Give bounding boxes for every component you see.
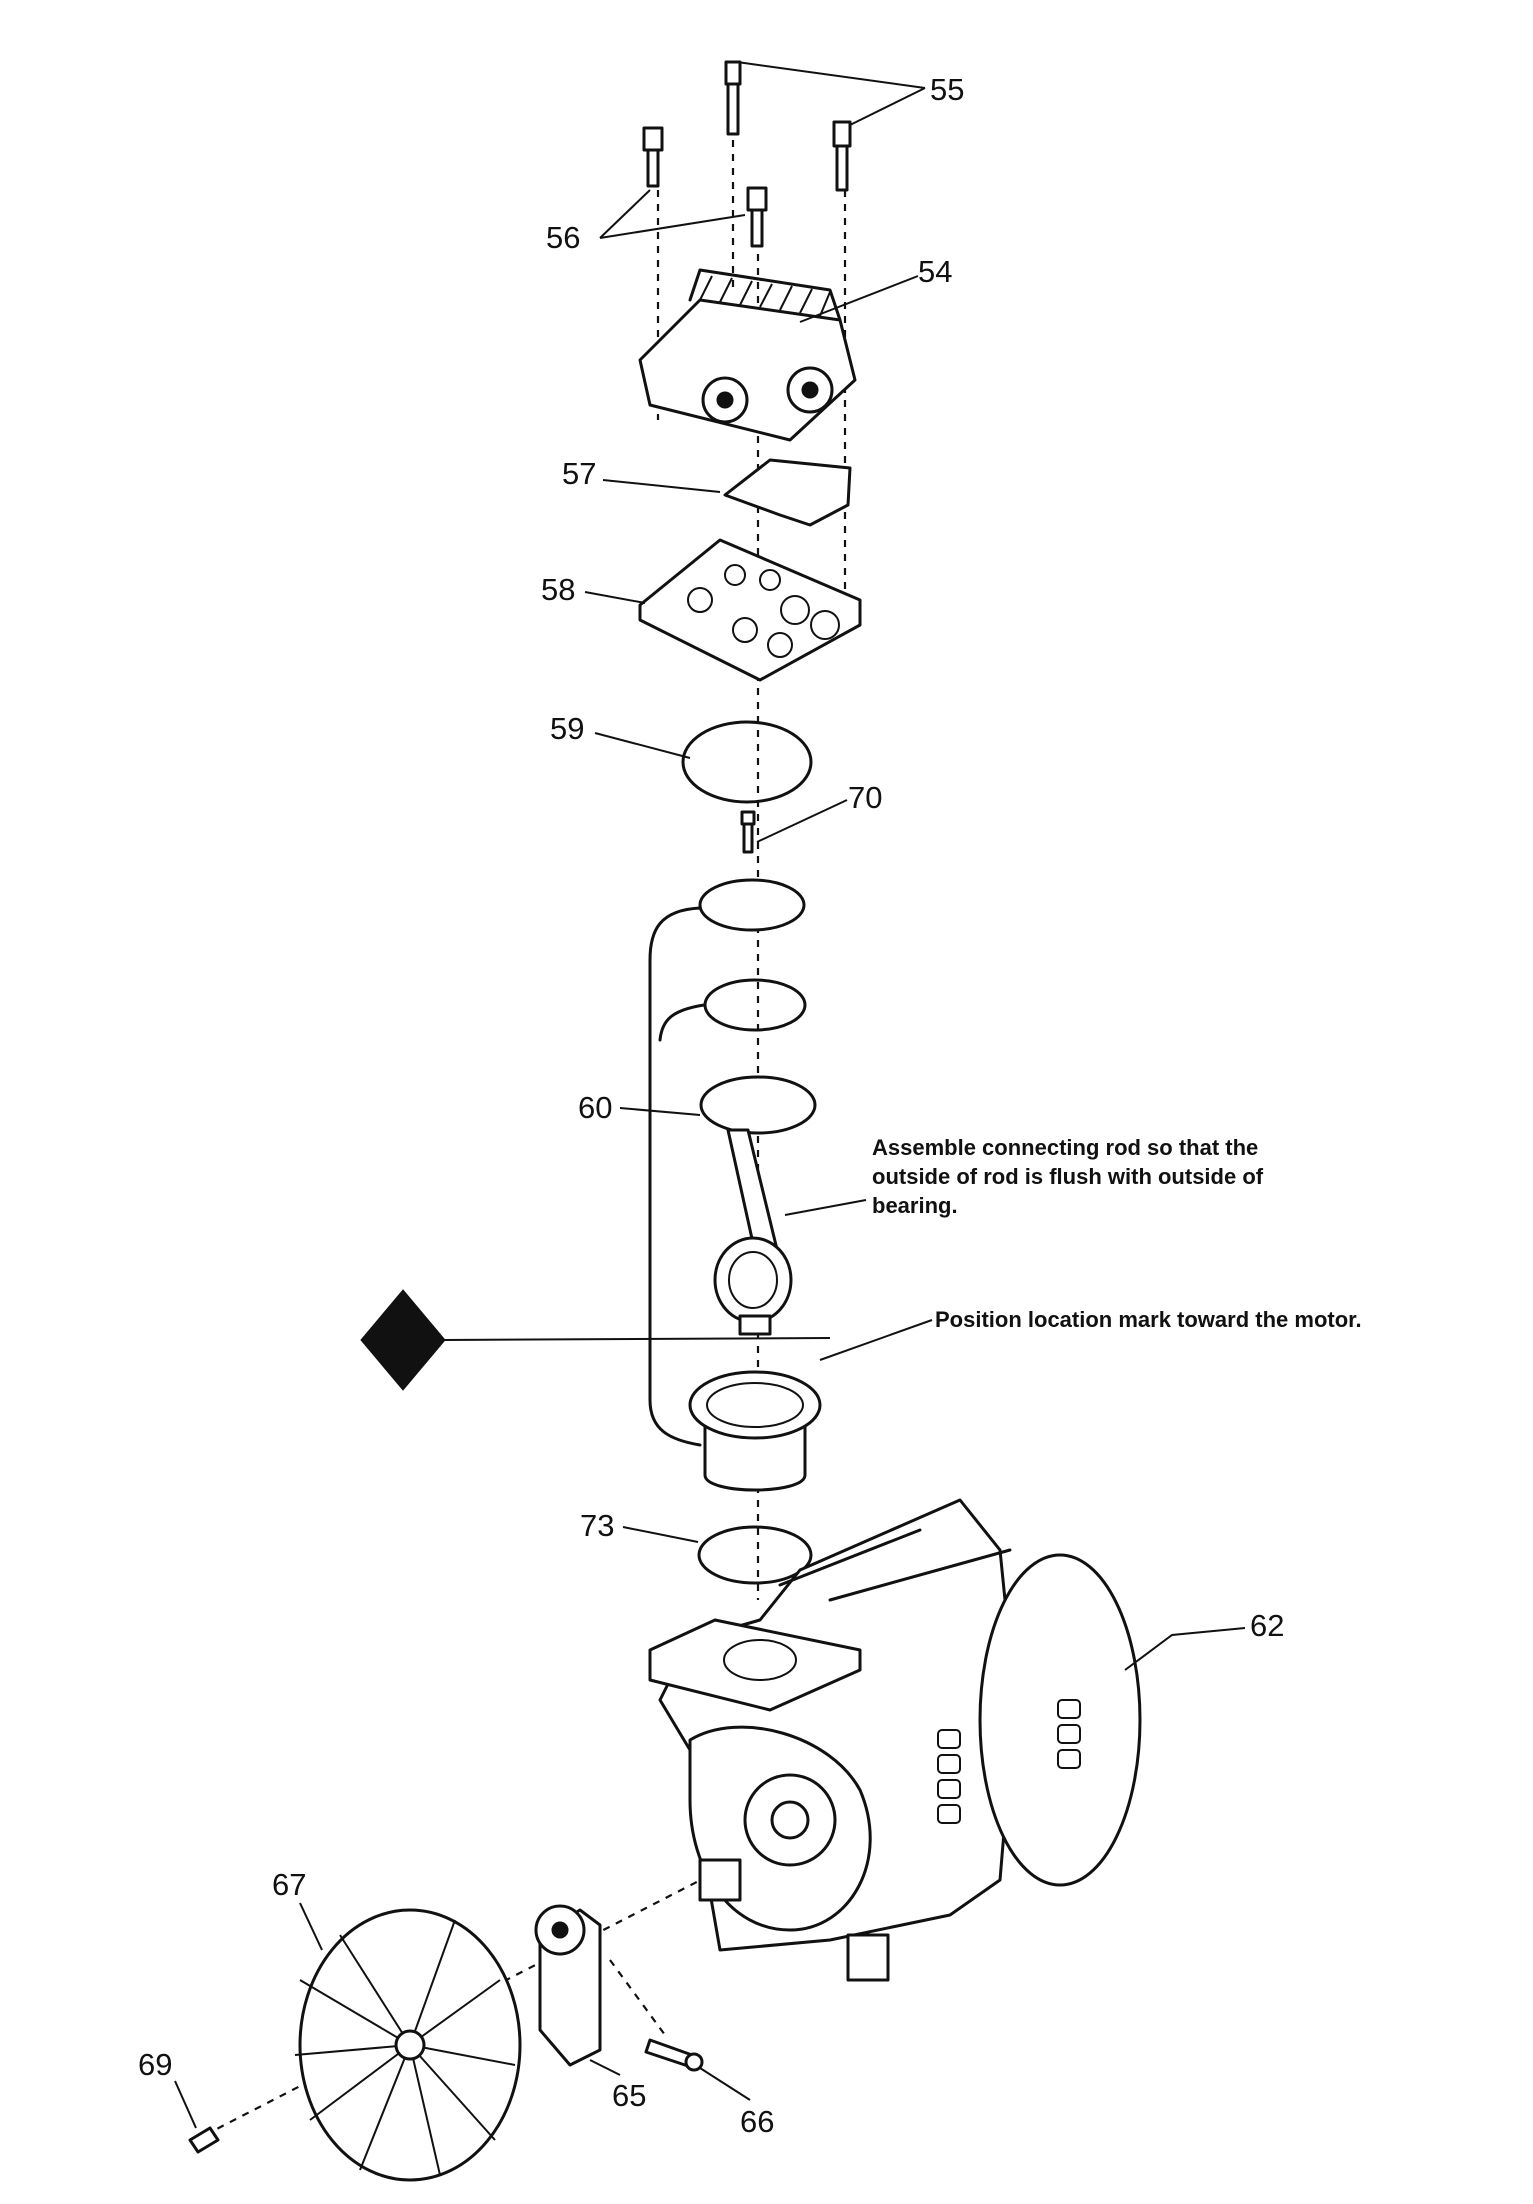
assembly-axes xyxy=(204,140,847,2136)
callout-62: 62 xyxy=(1250,1608,1284,1643)
callout-56: 56 xyxy=(546,220,580,255)
callout-69: 69 xyxy=(138,2047,172,2082)
callout-58: 58 xyxy=(541,572,575,607)
part-54-cylinder-head xyxy=(638,268,857,442)
part-66-set-screw xyxy=(644,2038,704,2072)
callout-70: 70 xyxy=(848,780,882,815)
callout-66: 66 xyxy=(740,2104,774,2139)
assembly-notes: Assemble connecting rod so that the outs… xyxy=(872,1135,1362,1332)
note-location-mark: Position location mark toward the motor. xyxy=(935,1307,1362,1332)
callout-59: 59 xyxy=(550,711,584,746)
part-73-o-ring xyxy=(697,1525,813,1585)
note-connecting-rod-line-1: Assemble connecting rod so that the xyxy=(872,1135,1258,1160)
part-65-counterweight xyxy=(534,1904,602,2067)
callout-55: 55 xyxy=(930,72,964,107)
part-60-connecting-rod xyxy=(648,878,817,1447)
callout-65: 65 xyxy=(612,2078,646,2113)
part-55-bolt xyxy=(724,60,852,192)
callout-60: 60 xyxy=(578,1090,612,1125)
callout-54: 54 xyxy=(918,254,952,289)
part-59-o-ring xyxy=(681,720,813,804)
location-mark-diamond xyxy=(360,1289,831,1391)
part-58-valve-plate xyxy=(638,538,862,682)
note-connecting-rod-line-3: bearing. xyxy=(872,1193,958,1218)
part-69-bolt xyxy=(188,2126,220,2154)
part-70-screw xyxy=(740,810,756,854)
leader-lines xyxy=(174,61,1246,2129)
callout-labels: 55 56 54 57 58 59 70 60 73 62 67 69 65 6… xyxy=(138,72,1284,2139)
part-67-fan xyxy=(294,1908,522,2182)
callout-57: 57 xyxy=(562,456,596,491)
callout-67: 67 xyxy=(272,1867,306,1902)
callout-73: 73 xyxy=(580,1508,614,1543)
part-56-bolt xyxy=(642,126,768,248)
part-62-motor-crankcase xyxy=(648,1498,1142,1982)
bearing xyxy=(688,1370,822,1492)
part-57-gasket xyxy=(723,458,852,527)
note-connecting-rod-line-2: outside of rod is flush with outside of xyxy=(872,1164,1264,1189)
